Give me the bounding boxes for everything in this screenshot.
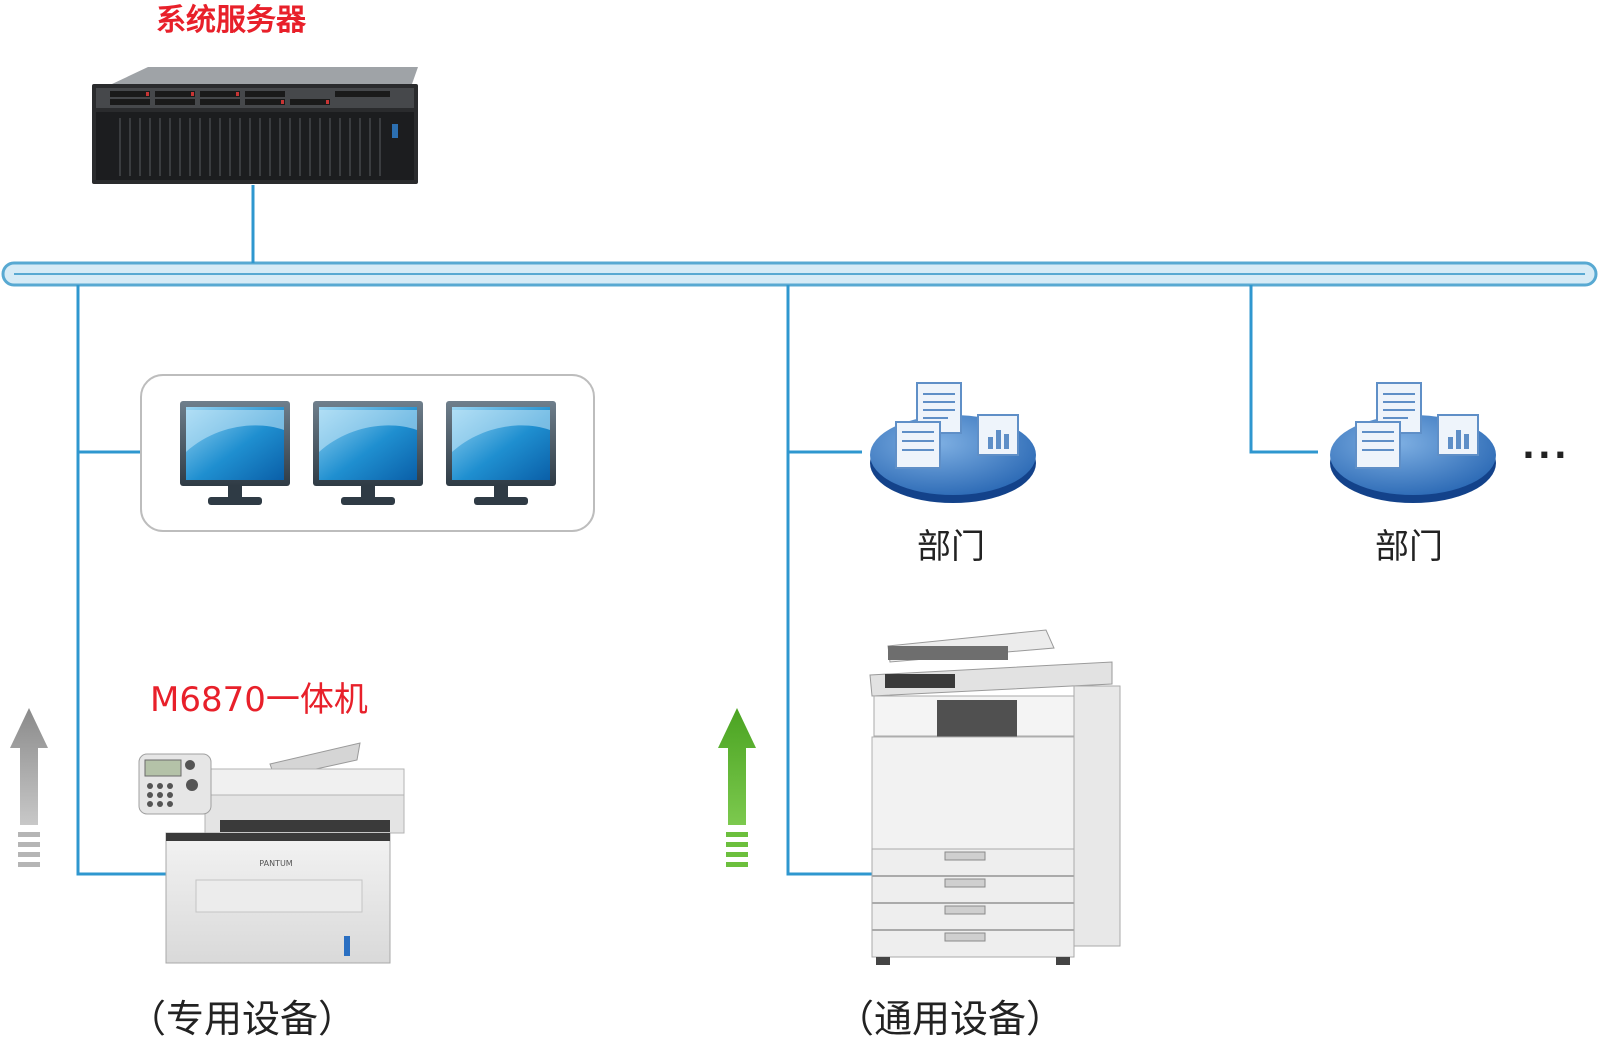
right-branch-connector [1249,285,1318,454]
arrow-up-icon [718,708,756,867]
desktop-monitor-icon [446,401,556,505]
ellipsis-label: ... [1522,427,1570,467]
general-equipment-label: （通用设备） [836,997,1065,1041]
server-label: 系统服务器 [156,3,306,38]
mfp-label: M6870一体机 [150,680,368,720]
middle-branch-connector [786,285,873,876]
department-cloud-icon [1330,382,1496,503]
arrow-up-icon [10,708,48,867]
copier-icon [869,629,1121,965]
connector-lines [76,185,1318,876]
mfp-brand: PANTUM [259,859,293,868]
multifunction-printer-icon: PANTUM [138,742,405,964]
rack-server-icon [92,67,418,184]
left-branch-connector [76,285,166,876]
desktop-monitor-icon [180,401,290,505]
department-label-2: 部门 [1375,527,1443,567]
dedicated-equipment-label: （专用设备） [128,997,357,1041]
network-bus [1,261,1598,287]
desktop-monitor-icon [313,401,423,505]
monitor-group [140,374,595,532]
department-cloud-icon [870,382,1036,503]
department-label-1: 部门 [917,527,985,567]
